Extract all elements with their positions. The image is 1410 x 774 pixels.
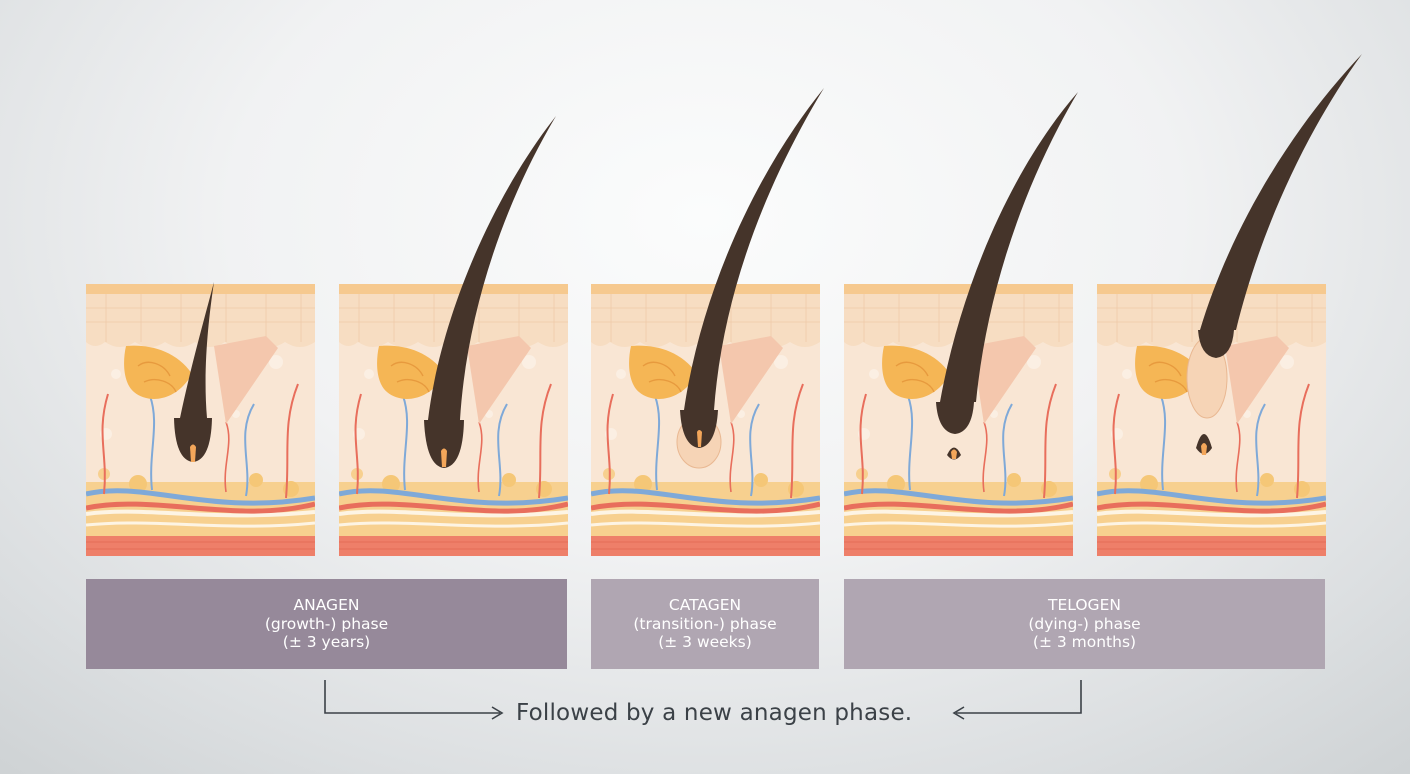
phase-duration-anagen: (± 3 years) — [282, 633, 371, 652]
phase-box-catagen: CATAGEN (transition-) phase (± 3 weeks) — [591, 579, 819, 669]
right-arrowhead — [952, 706, 965, 720]
right-arrow — [956, 680, 1082, 714]
phase-box-telogen: TELOGEN (dying-) phase (± 3 months) — [844, 579, 1325, 669]
phase-type-telogen: (dying-) phase — [1028, 614, 1141, 633]
left-arrow — [324, 680, 500, 714]
left-arrowhead — [491, 706, 504, 720]
skin-panel-anagen-full — [339, 284, 568, 556]
phase-type-anagen: (growth-) phase — [264, 614, 389, 633]
skin-panel-telogen-early — [844, 284, 1073, 556]
skin-panel-catagen — [591, 284, 820, 556]
phase-name-catagen: CATAGEN — [668, 596, 742, 615]
phase-duration-telogen: (± 3 months) — [1032, 633, 1137, 652]
phase-duration-catagen: (± 3 weeks) — [658, 633, 752, 652]
phase-type-catagen: (transition-) phase — [633, 614, 777, 633]
skin-panel-telogen-late — [1097, 284, 1326, 556]
phase-box-anagen: ANAGEN (growth-) phase (± 3 years) — [86, 579, 567, 669]
skin-panel-anagen-early — [86, 284, 315, 556]
phase-name-anagen: ANAGEN — [293, 596, 360, 615]
phase-name-telogen: TELOGEN — [1048, 596, 1121, 615]
cycle-caption: Followed by a new anagen phase. — [516, 700, 913, 726]
